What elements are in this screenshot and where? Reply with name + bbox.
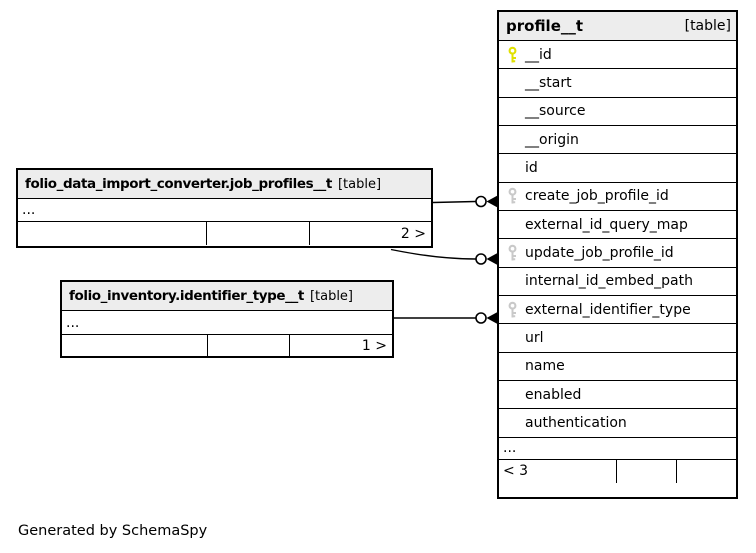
stats-row: 2 > xyxy=(18,221,431,245)
foreign-key-icon xyxy=(507,301,518,318)
ellipsis-row: ... xyxy=(62,310,392,334)
table-header: folio_inventory.identifier_type__t [tabl… xyxy=(62,282,392,310)
footer-text: Generated by SchemaSpy xyxy=(18,523,208,539)
column-row-external_identifier_type: external_identifier_type xyxy=(499,295,736,323)
column-name: create_job_profile_id xyxy=(525,188,669,205)
stats-cell xyxy=(677,460,736,483)
table-name: folio_inventory.identifier_type__t xyxy=(69,288,304,304)
table-name: profile__t xyxy=(506,17,584,35)
column-row-enabled: enabled xyxy=(499,380,736,408)
column-name: name xyxy=(525,358,565,375)
column-row-create_job_profile_id: create_job_profile_id xyxy=(499,181,736,210)
table-type-label: [table] xyxy=(337,176,382,192)
column-row-name: name xyxy=(499,351,736,380)
column-row-__id: __id xyxy=(499,40,736,68)
foreign-key-icon xyxy=(507,244,518,262)
table-node-job-profiles[interactable]: folio_data_import_converter.job_profiles… xyxy=(16,168,433,248)
relationship-create-job-profile-id xyxy=(432,195,498,208)
column-row-__origin: __origin xyxy=(499,125,736,153)
stats-cell xyxy=(207,222,310,245)
column-name: external_identifier_type xyxy=(525,301,691,318)
stats-cell-children-count: 2 > xyxy=(400,225,426,242)
stats-cell xyxy=(208,335,290,357)
column-row-url: url xyxy=(499,323,736,351)
column-name: __start xyxy=(525,75,572,92)
column-row-__source: __source xyxy=(499,96,736,125)
column-row-update_job_profile_id: update_job_profile_id xyxy=(499,238,736,266)
column-name: external_id_query_map xyxy=(525,216,688,233)
stats-cell xyxy=(18,222,207,245)
table-type-label: [table] xyxy=(684,18,731,34)
column-name: enabled xyxy=(525,386,582,403)
foreign-key-icon xyxy=(507,188,518,205)
cardinality-circle xyxy=(475,195,487,208)
relationship-external-identifier-type xyxy=(394,311,498,325)
table-name: folio_data_import_converter.job_profiles… xyxy=(25,176,332,192)
relationship-update-job-profile-id xyxy=(390,248,498,266)
stats-row: 1 > xyxy=(62,334,392,357)
column-row-authentication: authentication xyxy=(499,408,736,436)
column-row-__start: __start xyxy=(499,68,736,96)
table-type-label: [table] xyxy=(309,288,354,304)
column-name: internal_id_embed_path xyxy=(525,273,693,290)
relationship-line xyxy=(432,200,476,204)
column-row-internal_id_embed_path: internal_id_embed_path xyxy=(499,266,736,295)
column-name: update_job_profile_id xyxy=(525,245,674,262)
column-name: __id xyxy=(525,46,552,63)
column-name: url xyxy=(525,330,544,347)
stats-cell-parents-count: < 3 xyxy=(499,459,617,483)
stats-row: < 3 xyxy=(499,458,736,483)
cardinality-circle xyxy=(475,253,487,265)
column-row-id: id xyxy=(499,153,736,181)
primary-key-icon xyxy=(507,46,518,63)
table-header: folio_data_import_converter.job_profiles… xyxy=(18,170,431,198)
column-name: id xyxy=(525,160,538,177)
column-row-external_id_query_map: external_id_query_map xyxy=(499,210,736,238)
column-name: __source xyxy=(525,103,586,120)
column-name: __origin xyxy=(525,131,579,148)
stats-cell-children-count: 1 > xyxy=(361,338,387,354)
table-node-identifier-type[interactable]: folio_inventory.identifier_type__t [tabl… xyxy=(60,280,394,358)
stats-cell xyxy=(62,335,208,357)
table-header: profile__t [table] xyxy=(499,12,736,40)
column-name: authentication xyxy=(525,415,627,432)
cardinality-circle xyxy=(475,312,487,324)
stats-cell xyxy=(617,459,677,483)
table-node-profile[interactable]: profile__t [table] __id__start__source__… xyxy=(497,10,738,499)
relationship-line xyxy=(390,248,476,260)
ellipsis-row: ... xyxy=(18,198,431,221)
ellipsis-row: ... xyxy=(499,436,736,459)
